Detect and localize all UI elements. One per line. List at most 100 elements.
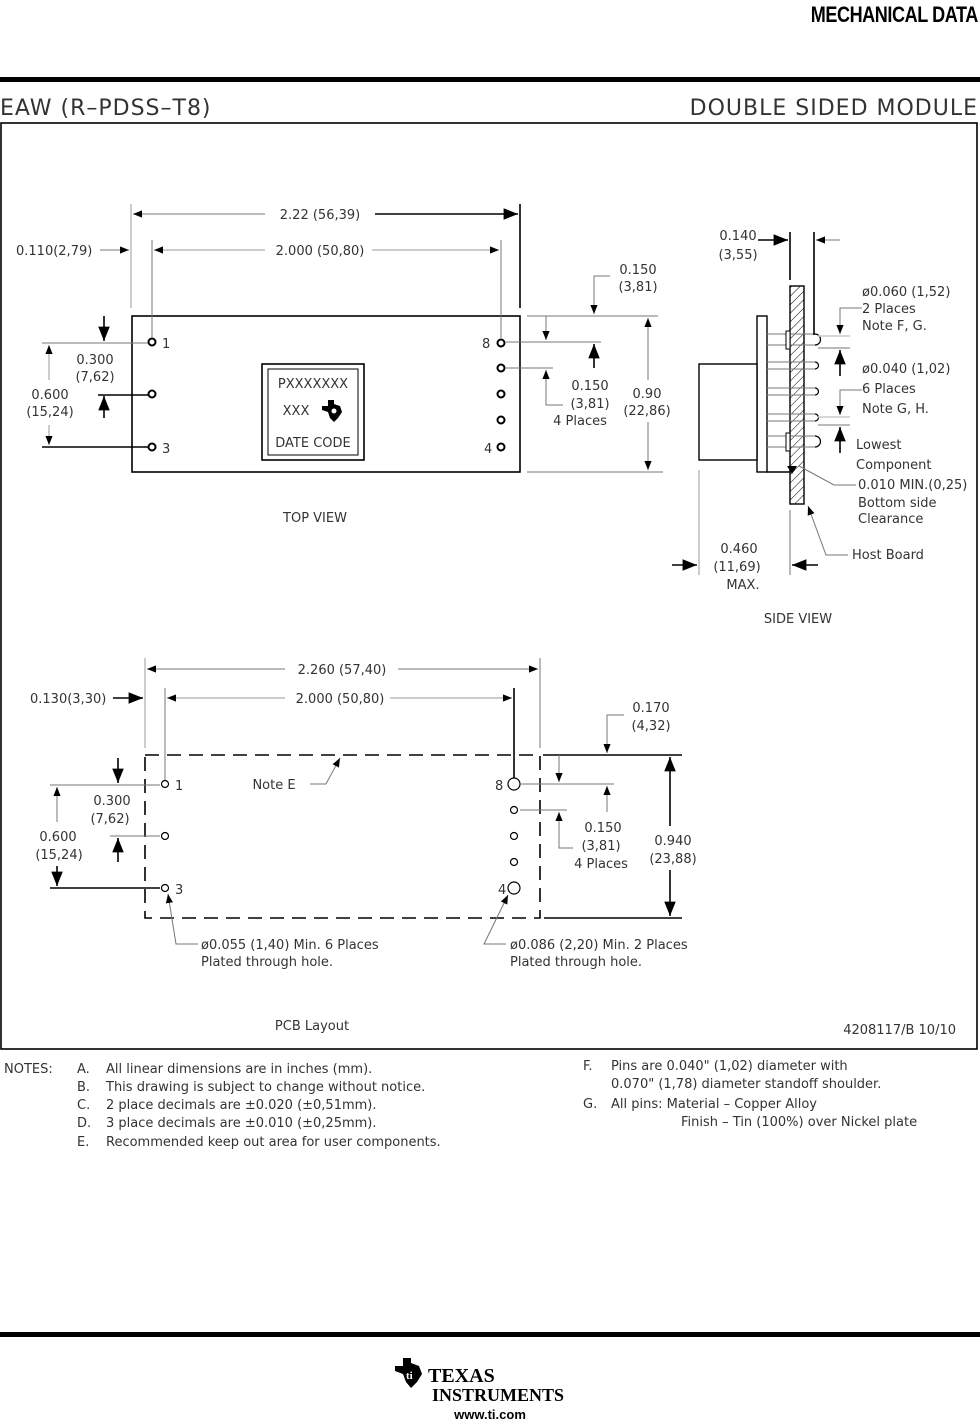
dim-pitch-right: 0.150 <box>571 379 608 394</box>
pcb-layout: 1 3 8 4 2.260 (57,40) 2.000 (50,80) 0.13… <box>30 658 697 1034</box>
pcb-dim-overall-width: 2.260 (57,40) <box>298 663 387 678</box>
pcb-dim-edge-top-mm: (4,32) <box>631 719 670 734</box>
hole-5 <box>509 857 519 867</box>
marking-line2: XXX <box>283 404 310 419</box>
brand-line2: INSTRUMENTS <box>432 1385 564 1405</box>
pcb-dim-row-left-mm: (15,24) <box>35 848 82 863</box>
pin-label-3: 3 <box>162 442 170 457</box>
pcb-dim-pitch-right-mm: (3,81) <box>581 839 620 854</box>
hole-small-callout-2: Plated through hole. <box>201 955 333 970</box>
hole-small-callout-1: ø0.055 (1,40) Min. 6 Places <box>201 938 379 953</box>
header-rule <box>0 77 980 82</box>
clearance-line2: Bottom side <box>858 496 936 511</box>
pin-label-4: 4 <box>484 442 492 457</box>
dim-edge-top-mm: (3,81) <box>618 280 657 295</box>
drawing-frame <box>0 122 978 1050</box>
pin-large-dia: ø0.060 (1,52) <box>862 285 950 300</box>
package-code: EAW (R–PDSS–T8) <box>0 96 212 121</box>
keep-out-area <box>144 754 541 919</box>
pin-small-places: 6 Places <box>862 382 916 397</box>
hole-label-8: 8 <box>495 779 503 794</box>
dim-height-mm: (22,86) <box>623 404 670 419</box>
note-c-text: 2 place decimals are ±0.020 (±0,51mm). <box>106 1098 377 1113</box>
clearance-line3: Clearance <box>858 512 923 527</box>
pin-7 <box>496 363 506 373</box>
dim-max-height-note: MAX. <box>726 578 759 593</box>
pin-5 <box>496 415 506 425</box>
module-outline <box>131 315 521 473</box>
module-board <box>756 315 768 473</box>
pcb-dim-pin-span: 2.000 (50,80) <box>296 692 385 707</box>
dim-row-left: 0.600 <box>31 388 68 403</box>
note-f-letter: F. <box>583 1059 593 1074</box>
pcb-dim-pitch-right: 0.150 <box>584 821 621 836</box>
clearance-line1: 0.010 MIN.(0,25) <box>858 478 967 493</box>
pin-small-dia: ø0.040 (1,02) <box>862 362 950 377</box>
notes: NOTES: A. All linear dimensions are in i… <box>4 1059 917 1150</box>
note-a-text: All linear dimensions are in inches (mm)… <box>106 1062 372 1077</box>
dim-pitch-right-mm: (3,81) <box>570 397 609 412</box>
dim-pitch-left-mm: (7,62) <box>75 370 114 385</box>
brand-line1: TEXAS <box>428 1365 495 1387</box>
hole-label-4: 4 <box>498 883 506 898</box>
hole-4 <box>507 881 521 895</box>
pin-large-places: 2 Places <box>862 302 916 317</box>
marking-line3: DATE CODE <box>275 436 351 451</box>
dim-pin-span: 2.000 (50,80) <box>276 244 365 259</box>
pcb-dim-height: 0.940 <box>654 834 691 849</box>
dim-row-left-mm: (15,24) <box>26 405 73 420</box>
note-e-label: Note E <box>252 778 295 793</box>
note-f-text: Pins are 0.040" (1,02) diameter with <box>611 1059 848 1074</box>
hole-large-callout-1: ø0.086 (2,20) Min. 2 Places <box>510 938 688 953</box>
top-view-caption: TOP VIEW <box>282 511 347 526</box>
note-g-cont: Finish – Tin (100%) over Nickel plate <box>681 1115 917 1130</box>
dim-edge-top: 0.150 <box>619 263 656 278</box>
pcb-dim-height-mm: (23,88) <box>649 852 696 867</box>
hole-2 <box>160 831 170 841</box>
pcb-dim-edge-offset: 0.130(3,30) <box>30 692 106 707</box>
marking-box <box>261 363 365 461</box>
note-d-letter: D. <box>77 1116 91 1131</box>
module-component <box>698 363 758 461</box>
side-view: 0.140 (3,55) ø0.060 (1,52) 2 Places Note… <box>672 229 967 627</box>
hole-large-callout-2: Plated through hole. <box>510 955 642 970</box>
svg-text:ti: ti <box>406 1370 413 1382</box>
host-board-label: Host Board <box>852 548 924 563</box>
note-e-text: Recommended keep out area for user compo… <box>106 1135 441 1150</box>
pcb-layout-caption: PCB Layout <box>275 1019 349 1034</box>
footer-url[interactable]: www.ti.com <box>453 1407 526 1421</box>
pin-4 <box>496 442 506 452</box>
side-view-caption: SIDE VIEW <box>764 612 832 627</box>
component-label: Component <box>856 458 931 473</box>
ti-logo-icon <box>322 400 342 422</box>
pin-label-8: 8 <box>482 337 490 352</box>
dim-thickness: 0.140 <box>719 229 756 244</box>
dim-overall-width: 2.22 (56,39) <box>280 208 360 223</box>
note-a-letter: A. <box>77 1062 90 1077</box>
pcb-dim-pitch-left-mm: (7,62) <box>90 812 129 827</box>
marking-box-inner <box>267 368 359 456</box>
note-c-letter: C. <box>77 1098 90 1113</box>
pin-2 <box>147 389 157 399</box>
pin-3 <box>147 442 157 452</box>
package-type: DOUBLE SIDED MODULE <box>690 96 978 121</box>
pcb-dim-pitch-right-note: 4 Places <box>574 857 628 872</box>
hole-1 <box>160 779 170 789</box>
pcb-dim-row-left: 0.600 <box>39 830 76 845</box>
note-f-cont: 0.070" (1,78) diameter standoff shoulder… <box>611 1077 881 1092</box>
pin-1 <box>147 337 157 347</box>
note-g-letter: G. <box>583 1097 597 1112</box>
pin-small-note: Note G, H. <box>862 402 929 417</box>
pcb-dim-edge-top: 0.170 <box>632 701 669 716</box>
ti-footer-logo: ti TEXAS INSTRUMENTS www.ti.com <box>395 1358 564 1421</box>
lowest-label: Lowest <box>856 438 901 453</box>
hole-8 <box>507 777 521 791</box>
top-view: PXXXXXXX XXX DATE CODE 1 3 8 4 2.22 (56,… <box>16 204 671 526</box>
hole-7 <box>509 805 519 815</box>
section-title: MECHANICAL DATA <box>810 2 979 27</box>
dim-thickness-mm: (3,55) <box>718 248 757 263</box>
dim-max-height-mm: (11,69) <box>713 560 760 575</box>
dim-pitch-left: 0.300 <box>76 353 113 368</box>
drawing-number: 4208117/B 10/10 <box>843 1023 956 1038</box>
